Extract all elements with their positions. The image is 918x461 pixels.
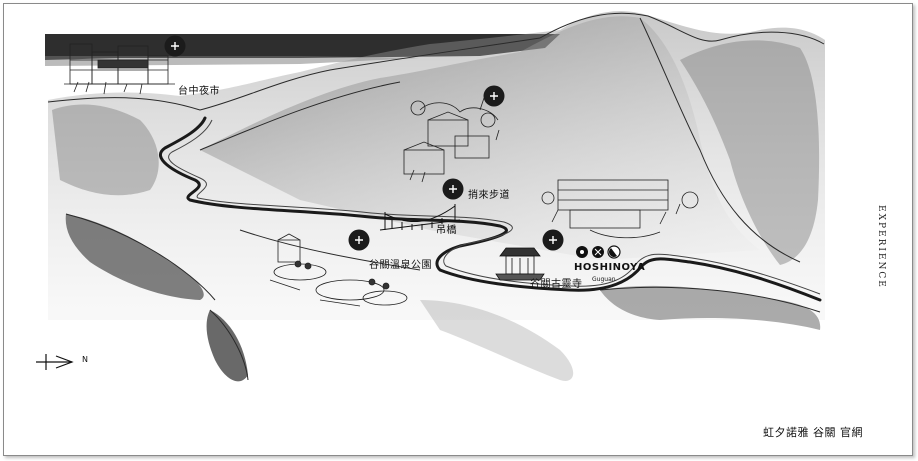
pin-night-market[interactable] [164, 35, 186, 57]
label-hot-spring-park: 谷關溫泉公園 [369, 260, 432, 271]
right-mountains [680, 40, 820, 266]
compass-arrow [36, 354, 74, 370]
resort-sketch [541, 179, 699, 239]
caption: 虹夕諾雅 谷關 官網 [763, 426, 863, 439]
lower-left-wash [65, 214, 204, 300]
trail-village-sketch [403, 97, 500, 183]
river [158, 116, 822, 302]
brand-subtitle: Guguan [592, 276, 616, 283]
pin-top-village[interactable] [483, 85, 505, 107]
suspension-bridge-sketch [379, 204, 461, 231]
lower-right-wash [600, 285, 821, 330]
label-temple: 谷關古靈寺 [530, 279, 583, 290]
night-market-sketch [64, 43, 175, 95]
side-label: EXPERIENCE [876, 205, 886, 289]
label-trail: 捎來步道 [468, 190, 510, 201]
left-foothill [52, 104, 159, 196]
river-edge [168, 119, 821, 295]
brand-name: HOSHINOYA [574, 262, 646, 273]
hot-spring-park-sketch [269, 233, 408, 307]
plus-icon [549, 236, 557, 244]
plus-icon [355, 236, 363, 244]
pin-hot-spring-park[interactable] [348, 229, 370, 251]
pin-trail[interactable] [442, 178, 464, 200]
ridge-lines [47, 12, 825, 381]
lower-left-wash-2 [206, 310, 248, 382]
plus-icon [171, 42, 179, 50]
label-night-market: 台中夜市 [178, 86, 220, 97]
pin-temple[interactable] [542, 229, 564, 251]
compass-north-label: N [82, 355, 88, 364]
plus-icon [449, 185, 457, 193]
temple-sketch [495, 247, 545, 281]
hoshinoya-logo [576, 245, 621, 259]
plus-icon [490, 92, 498, 100]
lower-center-wash [420, 300, 574, 381]
central-ridge [200, 16, 760, 260]
label-bridge: 吊橋 [436, 225, 457, 236]
